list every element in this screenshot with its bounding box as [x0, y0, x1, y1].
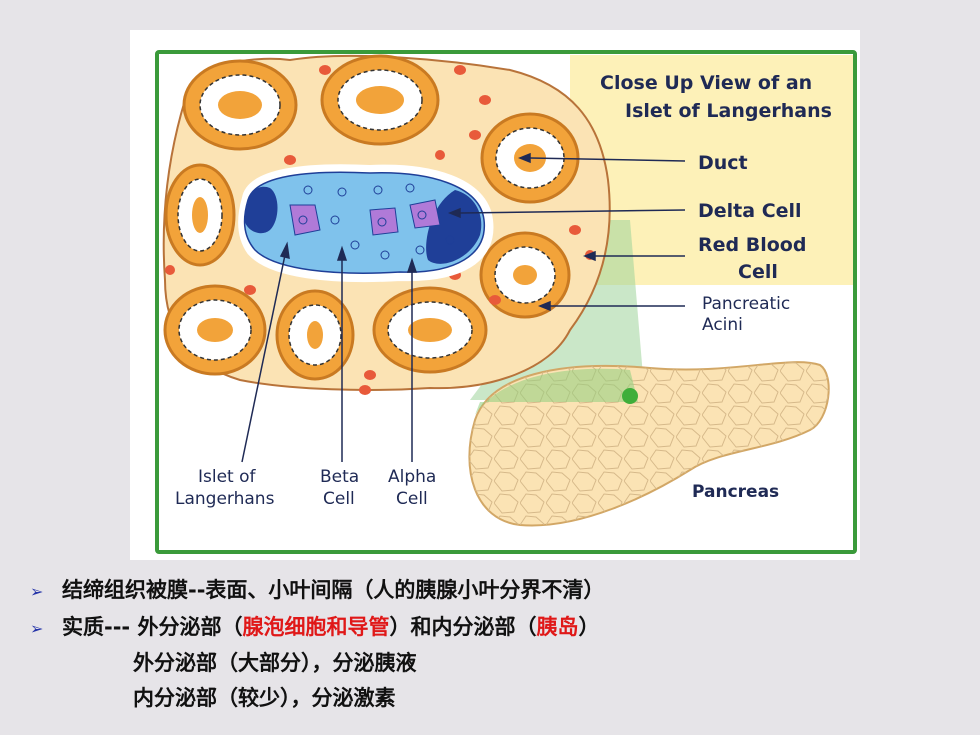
pointer-lines: [241, 152, 686, 463]
alpha-label-line2: Cell: [396, 489, 428, 509]
title-line2: Islet of Langerhans: [625, 100, 832, 122]
rbc-label-line2: Cell: [738, 261, 778, 283]
islet-label-line1: Islet of: [198, 467, 257, 487]
figure-border: [155, 50, 857, 554]
alpha-label-line1: Alpha: [388, 467, 436, 487]
bullet-text: ）和内分泌部（: [389, 615, 537, 639]
islet-diagram: Close Up View of an Islet of Langerhans …: [130, 30, 860, 560]
highlight-text: 胰岛: [536, 615, 579, 639]
highlight-text: 腺泡细胞和导管: [242, 615, 390, 639]
bullet-text: 结缔组织被膜--表面、小叶间隔（人的胰腺小叶分界不清）: [62, 578, 605, 602]
bullet-arrow-icon: ➢: [30, 582, 44, 601]
diagram-labels: Close Up View of an Islet of Langerhans …: [175, 72, 832, 509]
bullet-text: 实质--- 外分泌部（: [62, 615, 243, 639]
acini-label-line2: Acini: [702, 315, 743, 335]
title-line1: Close Up View of an: [600, 72, 812, 94]
bullet-item: ➢ 结缔组织被膜--表面、小叶间隔（人的胰腺小叶分界不清）: [30, 572, 950, 609]
pancreas-label: Pancreas: [692, 482, 779, 502]
bullet-text: ）: [578, 615, 600, 639]
bullet-list: ➢ 结缔组织被膜--表面、小叶间隔（人的胰腺小叶分界不清） ➢ 实质--- 外分泌部（…: [30, 572, 950, 716]
pancreas-organ: [468, 361, 830, 527]
pancreatic-acini: [163, 54, 580, 381]
beta-label-line1: Beta: [320, 467, 359, 487]
acini-label-line1: Pancreatic: [702, 294, 790, 314]
beta-label-line2: Cell: [323, 489, 355, 509]
bullet-item: ➢ 实质--- 外分泌部（腺泡细胞和导管）和内分泌部（胰岛）: [30, 609, 950, 646]
duct-label: Duct: [698, 152, 748, 174]
sub-line: 内分泌部（较少），分泌激素: [133, 686, 396, 710]
delta-cell-label: Delta Cell: [698, 200, 802, 222]
islet-label-line2: Langerhans: [175, 489, 275, 509]
rbc-label-line1: Red Blood: [698, 234, 806, 256]
islet-cells: [238, 164, 494, 283]
bullet-arrow-icon: ➢: [30, 619, 44, 638]
sub-line: 外分泌部（大部分），分泌胰液: [133, 651, 417, 675]
